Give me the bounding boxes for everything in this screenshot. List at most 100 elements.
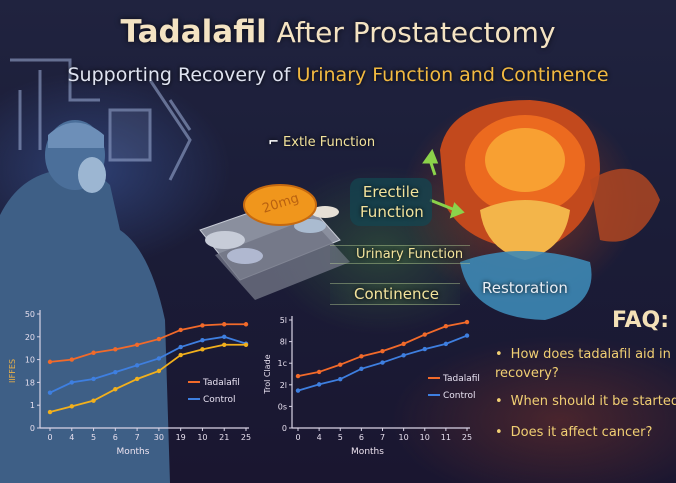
x-tick-label: 6 xyxy=(359,433,364,442)
title-drug: Tadalafil xyxy=(120,14,267,50)
data-point xyxy=(295,388,301,393)
data-point xyxy=(464,319,470,325)
x-tick-label: 21 xyxy=(219,433,229,442)
x-tick-label: 0 xyxy=(295,433,300,442)
x-tick-label: 5 xyxy=(338,433,343,442)
data-point xyxy=(113,369,118,375)
x-tick-label: 7 xyxy=(135,433,140,442)
data-point xyxy=(464,333,470,338)
y-tick-label: 1c xyxy=(278,359,288,368)
x-tick-label: 4 xyxy=(317,433,322,442)
x-tick-label: 6 xyxy=(113,433,118,442)
data-point xyxy=(316,369,322,375)
y-tick-label: 8l xyxy=(280,338,287,347)
data-point xyxy=(91,350,96,355)
faq-text: How does tadalafil aid in recovery? xyxy=(495,347,671,381)
y-axis-label: IIFFES xyxy=(8,359,17,383)
x-axis-label: Months xyxy=(117,447,150,457)
data-point xyxy=(47,390,53,395)
data-point xyxy=(156,368,162,374)
x-tick-label: 10 xyxy=(399,433,409,442)
data-point xyxy=(380,348,385,354)
data-point xyxy=(200,323,205,328)
x-tick-label: 10 xyxy=(420,433,430,442)
data-point xyxy=(113,387,118,392)
legend-label: Control xyxy=(443,391,476,401)
y-tick-label: 0 xyxy=(30,424,35,433)
bullet-icon: • xyxy=(495,425,503,440)
y-tick-label: 20 xyxy=(25,333,35,342)
series-line-series3 xyxy=(49,343,246,413)
subtitle-text: Supporting Recovery of xyxy=(67,64,297,86)
data-point xyxy=(443,324,449,329)
x-tick-label: 7 xyxy=(380,433,385,442)
pill-blister-pack xyxy=(199,184,350,300)
x-tick-label: 5 xyxy=(91,433,96,442)
x-tick-label: 25 xyxy=(241,433,251,442)
data-point xyxy=(401,341,406,347)
data-point xyxy=(295,373,301,379)
data-point xyxy=(443,341,449,347)
data-point xyxy=(47,359,53,365)
y-tick-label: 18 xyxy=(25,378,35,387)
x-tick-label: 4 xyxy=(69,433,74,442)
y-tick-label: 50 xyxy=(25,310,35,319)
label-erectile-function: Erectile Function xyxy=(350,178,432,226)
x-tick-label: 11 xyxy=(441,433,451,442)
data-point xyxy=(47,409,53,415)
data-point xyxy=(359,366,364,372)
series-line-tadalafil xyxy=(49,323,246,363)
faq-text: When should it be started xyxy=(510,394,676,409)
faq-item: •How does tadalafil aid in recovery? xyxy=(495,345,676,383)
corner-icon: ⌐ xyxy=(268,135,279,150)
legend-label: Control xyxy=(203,395,236,405)
bullet-icon: • xyxy=(495,347,503,362)
x-tick-label: 25 xyxy=(462,433,472,442)
data-point xyxy=(69,357,74,362)
data-point xyxy=(222,322,227,327)
prostate-anatomy xyxy=(440,100,660,320)
data-point xyxy=(338,376,343,382)
arrows xyxy=(422,148,465,219)
data-point xyxy=(422,332,427,337)
legend-label: Tadalafil xyxy=(442,374,480,384)
data-point xyxy=(156,356,162,361)
faq-title: FAQ: xyxy=(612,308,670,333)
faq-text: Does it affect cancer? xyxy=(510,425,653,440)
data-point xyxy=(178,352,183,358)
y-tick-label: 10 xyxy=(25,356,35,365)
data-point xyxy=(69,380,74,385)
x-tick-label: 19 xyxy=(176,433,186,442)
y-tick-label: 0s xyxy=(278,402,287,411)
data-point xyxy=(338,362,343,367)
data-point xyxy=(156,336,162,342)
page-title: Tadalafil After Prostatectomy xyxy=(0,14,676,50)
data-point xyxy=(134,376,140,382)
faq-item: • Does it affect cancer? xyxy=(495,423,652,442)
bullet-icon: • xyxy=(495,394,503,409)
y-tick-label: 5l xyxy=(280,316,287,325)
series-line-control xyxy=(49,335,247,394)
legend-label: Tadalafil xyxy=(202,378,240,388)
data-point xyxy=(91,376,96,382)
label-extle-function: ⌐ Extle Function xyxy=(268,135,375,150)
data-point xyxy=(178,327,183,333)
y-tick-label: 0 xyxy=(282,424,287,433)
label-text: Extle Function xyxy=(283,135,376,150)
data-point xyxy=(200,347,205,352)
data-point xyxy=(134,363,140,368)
data-point xyxy=(134,342,140,347)
data-point xyxy=(316,382,322,387)
x-tick-label: 30 xyxy=(154,433,164,442)
title-rest: After Prostatectomy xyxy=(276,16,556,49)
data-point xyxy=(222,342,227,347)
data-point xyxy=(178,344,183,350)
y-axis-label: Trol Clade xyxy=(263,354,272,394)
label-urinary-function: Urinary Function xyxy=(330,245,470,264)
data-point xyxy=(69,404,74,409)
label-restoration: Restoration xyxy=(482,279,568,297)
y-tick-label: 2l xyxy=(280,381,287,390)
